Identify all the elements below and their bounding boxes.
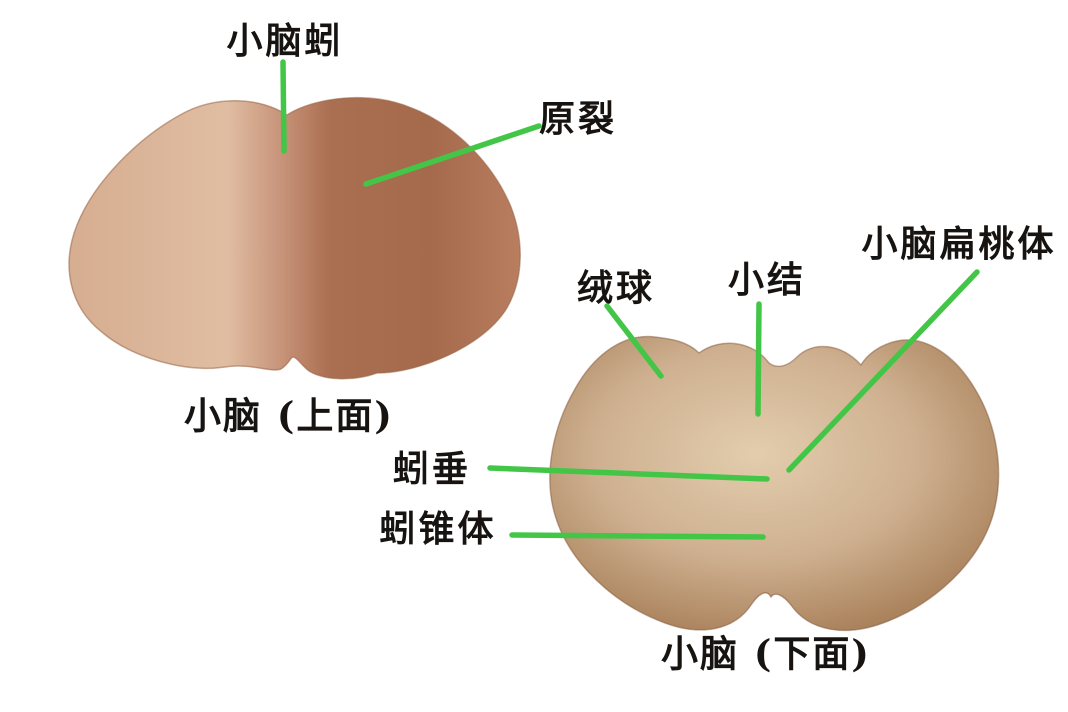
superior-view-illustration: [68, 96, 521, 380]
label-primary-fissure: 原裂: [538, 98, 618, 140]
label-pyramid-of-vermis: 蚓锥体: [379, 508, 497, 550]
label-nodule: 小结: [727, 259, 807, 301]
label-uvula-of-vermis: 蚓垂: [392, 448, 472, 490]
inferior-view-illustration: [549, 335, 1000, 632]
label-cerebellar-vermis: 小脑蚓: [226, 20, 344, 62]
caption-inferior-view: 小脑 (下面): [661, 631, 871, 676]
caption-superior-view: 小脑 (上面): [184, 393, 394, 438]
label-flocculus: 绒球: [576, 267, 656, 309]
label-cerebellar-tonsil: 小脑扁桃体: [861, 223, 1057, 265]
